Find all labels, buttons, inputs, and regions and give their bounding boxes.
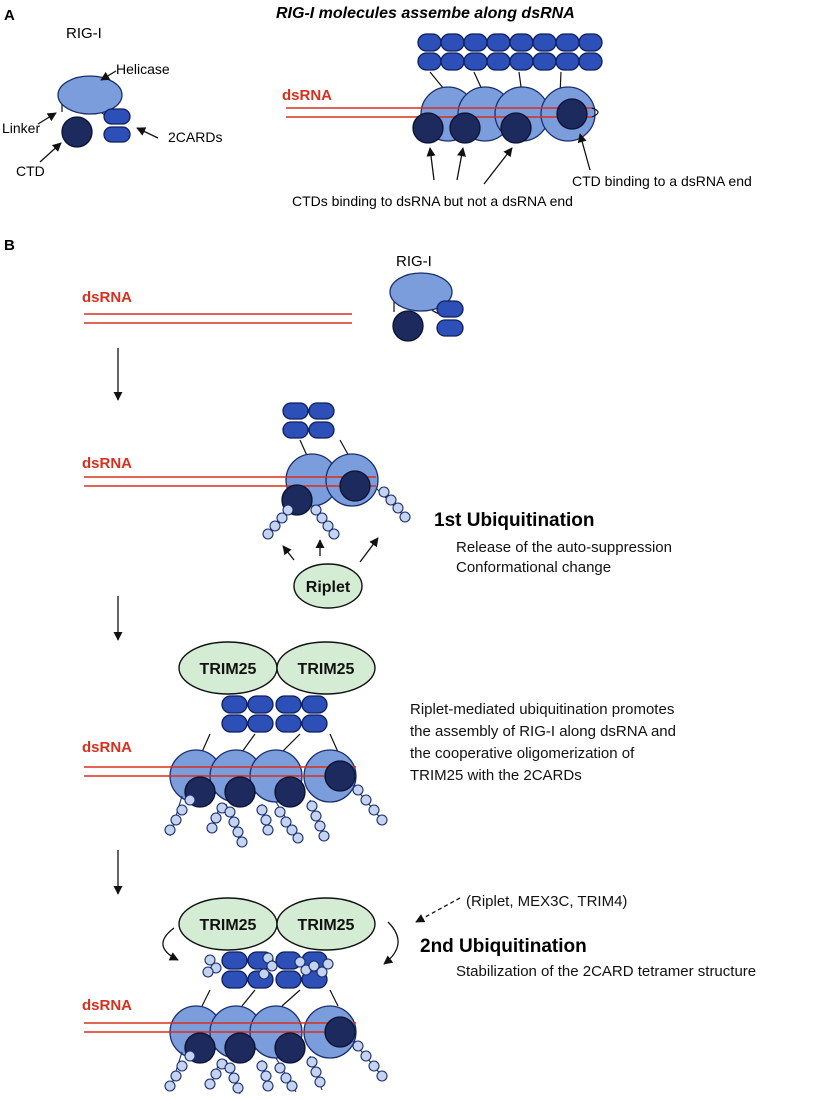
ubiquitination-1-desc-line2: Conformational change bbox=[456, 559, 611, 576]
ctd-binding-label: CTDs binding to dsRNA but not a dsRNA en… bbox=[292, 193, 573, 209]
curved-action-arrow bbox=[383, 921, 399, 965]
rig-i-dimer-on-dsrna bbox=[84, 402, 379, 516]
ctd-end-arrow bbox=[577, 133, 591, 171]
step3-desc-line4: TRIM25 with the 2CARDs bbox=[410, 767, 582, 784]
rig-i-label: RIG-I bbox=[66, 25, 102, 42]
rig-i-oligomer-on-dsrna bbox=[286, 33, 603, 144]
card-domain bbox=[103, 108, 131, 125]
ubiquitin-chains-step4 bbox=[164, 1039, 388, 1095]
ctd-label: CTD bbox=[16, 163, 45, 179]
ctd-domain bbox=[61, 116, 93, 148]
dsrna-label: dsRNA bbox=[82, 289, 132, 306]
riplet-ellipse bbox=[293, 563, 363, 609]
curved-action-arrow bbox=[162, 927, 179, 961]
ctd-binding-arrow bbox=[483, 147, 513, 185]
trim25-label: TRIM25 bbox=[200, 917, 257, 934]
step3-desc-line3: the cooperative oligomerization of bbox=[410, 745, 635, 762]
ubiquitination-2-title: 2nd Ubiquitination bbox=[420, 936, 587, 957]
dsrna-label: dsRNA bbox=[282, 87, 332, 104]
linker-label: Linker bbox=[2, 120, 40, 136]
ctd-binding-arrow bbox=[426, 147, 436, 181]
e3-ligase-list: (Riplet, MEX3C, TRIM4) bbox=[466, 893, 627, 910]
card-tetramer-row bbox=[417, 33, 603, 95]
dsrna-label: dsRNA bbox=[82, 455, 132, 472]
panel-b-label: B bbox=[4, 237, 15, 254]
ctd-binding-arrow bbox=[456, 147, 466, 181]
helicase-domain bbox=[57, 75, 123, 115]
ubiquitin-chain bbox=[310, 504, 340, 540]
card-ubiquitin-chains bbox=[202, 952, 334, 980]
ubiquitin-chains-step3 bbox=[164, 783, 388, 848]
dsrna-label: dsRNA bbox=[82, 739, 132, 756]
riplet-action-arrow bbox=[282, 545, 295, 561]
trim25-ellipse bbox=[276, 897, 376, 951]
rig-i-oligomer-with-trim25 bbox=[84, 695, 357, 808]
ubiquitination-1-desc-line1: Release of the auto-suppression bbox=[456, 539, 672, 556]
ubiquitin-chain bbox=[262, 504, 294, 540]
step3-desc-line1: Riplet-mediated ubiquitination promotes bbox=[410, 701, 674, 718]
card-domain bbox=[103, 126, 131, 143]
riplet-action-arrow bbox=[359, 537, 379, 563]
ctd-pointer-arrow bbox=[39, 142, 62, 163]
ubiquitin-chain bbox=[375, 486, 411, 523]
trim25-ellipse bbox=[276, 641, 376, 695]
panel-a-title: RIG-I molecules assembe along dsRNA bbox=[276, 5, 575, 22]
linker-pointer-arrow bbox=[37, 112, 57, 125]
dashed-e3-arrow bbox=[415, 897, 461, 923]
cards-pointer-arrow bbox=[136, 127, 159, 139]
ubiquitination-2-desc-line1: Stabilization of the 2CARD tetramer stru… bbox=[456, 963, 756, 980]
trim25-label: TRIM25 bbox=[298, 661, 355, 678]
panel-a-label: A bbox=[4, 7, 15, 24]
helicase-label: Helicase bbox=[116, 61, 170, 77]
rig-i-label: RIG-I bbox=[396, 253, 432, 270]
dsrna-label: dsRNA bbox=[82, 997, 132, 1014]
trim25-label: TRIM25 bbox=[298, 917, 355, 934]
helicase-pointer-arrow bbox=[100, 70, 117, 81]
rig-i-molecule bbox=[389, 272, 464, 342]
riplet-label: Riplet bbox=[306, 579, 351, 596]
step3-desc-line2: the assembly of RIG-I along dsRNA and bbox=[410, 723, 676, 740]
ctd-end-label: CTD binding to a dsRNA end bbox=[572, 173, 752, 189]
rig-i-oligomer-stabilized bbox=[84, 951, 357, 1064]
cards-label: 2CARDs bbox=[168, 129, 222, 145]
rig-i-molecule bbox=[57, 75, 131, 148]
ubiquitination-1-title: 1st Ubiquitination bbox=[434, 510, 594, 531]
trim25-label: TRIM25 bbox=[200, 661, 257, 678]
